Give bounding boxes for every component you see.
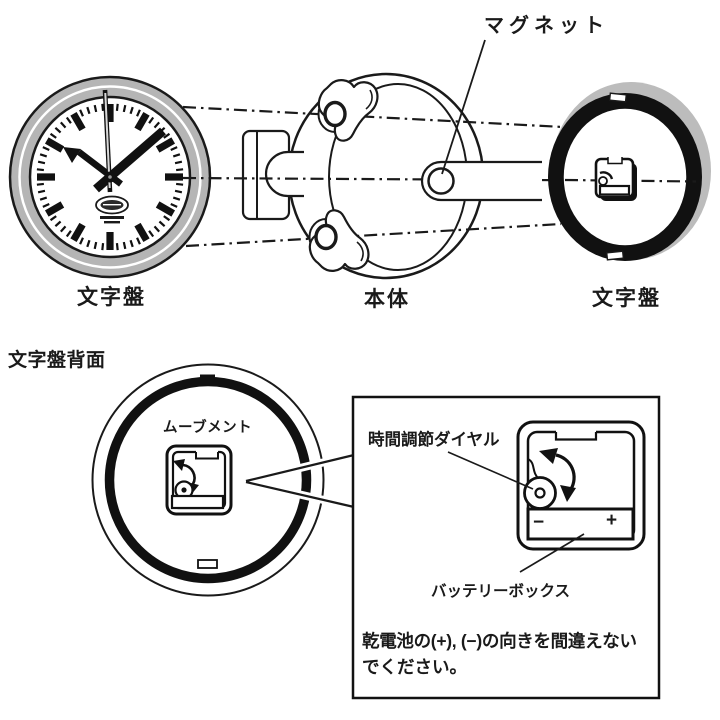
rotate-arrowhead-left — [173, 459, 185, 471]
callout-lines — [245, 451, 355, 511]
rotate-arrowhead-down — [560, 485, 576, 502]
body-label: 本体 — [364, 288, 410, 311]
hour-hand-arrowhead — [63, 147, 81, 163]
battery-box-label: バッテリーボックス — [431, 583, 571, 600]
movement-label: ムーブメント — [163, 420, 253, 436]
movement-small-icon — [594, 157, 637, 201]
battery-bar-small — [170, 494, 225, 510]
battery-pointer-line — [519, 533, 585, 573]
movement-box-icon — [165, 444, 233, 516]
centerline-top — [182, 105, 564, 129]
warning-text-line1: 乾電池の(+), (−)の向きを間違えない — [362, 631, 637, 651]
dial-left-label: 文字盤 — [77, 286, 146, 309]
clock-tick-marks — [36, 103, 184, 251]
dial-right-label: 文字盤 — [592, 287, 661, 310]
dial-back-icon — [548, 82, 711, 261]
back-view-title: 文字盤背面 — [8, 350, 106, 371]
magnet-label: マグネット — [484, 15, 609, 37]
time-dial-label: 時間調節ダイヤル — [368, 431, 500, 449]
ring-notch-top — [608, 92, 628, 103]
mount-hook-top-icon — [317, 79, 379, 142]
rotate-arrowhead-left — [539, 448, 558, 464]
detail-box — [351, 395, 661, 700]
centerline-through-ring — [564, 178, 697, 183]
back-ring-tab-bottom — [197, 559, 218, 569]
clock-hands — [63, 89, 166, 193]
warning-text-line2: でください。 — [362, 657, 467, 677]
centerline-bottom — [185, 222, 562, 248]
time-dial-pointer-line — [447, 451, 534, 490]
battery-minus-sign: − — [533, 512, 545, 533]
wall-bracket-icon — [241, 129, 304, 221]
clock-front-icon — [8, 75, 212, 279]
magnet-icon — [420, 160, 542, 202]
dial-back-large-icon — [91, 363, 325, 597]
battery-plus-sign: + — [606, 510, 618, 531]
battery-box-icon — [526, 507, 635, 541]
bezel-highlight-ring — [18, 85, 202, 269]
mount-hook-bottom-icon — [308, 209, 370, 272]
magnet-pointer-line — [441, 39, 486, 175]
ring-notch-bottom — [605, 250, 625, 261]
back-ring-tab-top — [200, 374, 215, 383]
movement-detail-icon — [516, 420, 646, 551]
brand-emblem-icon — [95, 195, 129, 224]
center-cap-dot — [108, 175, 112, 179]
